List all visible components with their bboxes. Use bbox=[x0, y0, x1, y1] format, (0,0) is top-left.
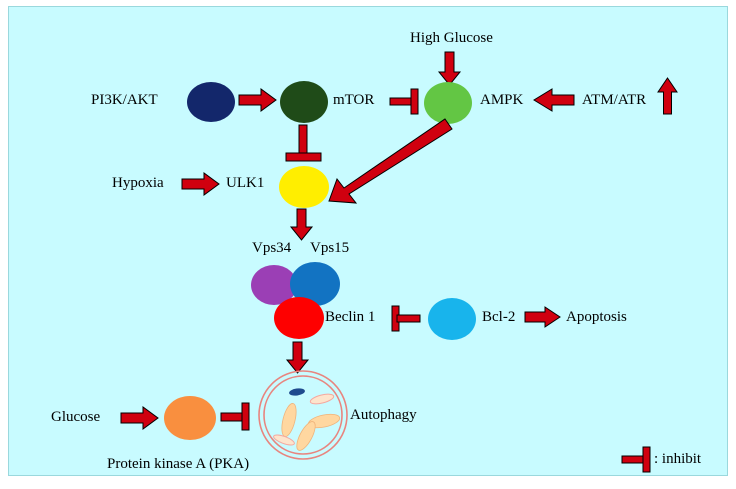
label-mtor: mTOR bbox=[333, 92, 375, 108]
edge-bcl2-to-apoptosis-arrow bbox=[524, 306, 561, 329]
edge-beclin1-to-autophagy-arrow bbox=[285, 341, 310, 374]
pathway-diagram-panel: PI3K/AKT mTOR High Glucose AMPK ATM/ATR bbox=[8, 6, 728, 476]
node-ampk bbox=[424, 82, 472, 124]
label-beclin1: Beclin 1 bbox=[325, 309, 376, 325]
label-autophagy: Autophagy bbox=[350, 407, 417, 423]
label-apoptosis: Apoptosis bbox=[566, 309, 627, 325]
edge-pi3k-to-mtor-arrow bbox=[238, 88, 277, 113]
edge-ampk-to-ulk1-arrow bbox=[309, 117, 454, 207]
node-pi3k-akt bbox=[187, 82, 235, 122]
node-mtor bbox=[280, 81, 328, 123]
label-pi3k-akt: PI3K/AKT bbox=[91, 92, 158, 108]
label-pka: Protein kinase A (PKA) bbox=[107, 456, 250, 472]
label-ampk: AMPK bbox=[480, 92, 524, 108]
node-autophagosome bbox=[256, 368, 350, 462]
legend-inhibit-symbol bbox=[621, 446, 652, 473]
edge-ulk1-to-complex-arrow bbox=[289, 208, 314, 241]
node-bcl2 bbox=[428, 298, 476, 340]
edge-mtor-to-ulk1-inhibit bbox=[285, 124, 323, 165]
legend-inhibit-text: : inhibit bbox=[654, 451, 702, 467]
node-beclin1 bbox=[274, 297, 324, 339]
label-vps34: Vps34 bbox=[252, 240, 292, 256]
label-hypoxia: Hypoxia bbox=[112, 175, 164, 191]
edge-mtor-to-ampk-inhibit bbox=[389, 88, 420, 115]
label-ulk1: ULK1 bbox=[226, 175, 265, 191]
label-atm-atr: ATM/ATR bbox=[582, 92, 647, 108]
edge-glucose-to-pka-arrow bbox=[120, 406, 159, 431]
node-pka bbox=[164, 396, 216, 440]
edge-bcl2-to-beclin1-inhibit bbox=[391, 305, 421, 332]
label-high-glucose: High Glucose bbox=[410, 30, 493, 46]
edge-highglucose-to-ampk-arrow bbox=[437, 51, 462, 86]
node-ulk1 bbox=[279, 166, 329, 208]
label-vps15: Vps15 bbox=[310, 240, 350, 256]
edge-hypoxia-to-ulk1-arrow bbox=[181, 172, 220, 197]
edge-pka-to-autophagy-inhibit bbox=[220, 402, 251, 431]
edge-atmatr-increase-arrow bbox=[657, 77, 679, 115]
label-bcl2: Bcl-2 bbox=[482, 309, 516, 325]
label-glucose: Glucose bbox=[51, 409, 101, 425]
edge-atmatr-to-ampk-arrow bbox=[533, 88, 575, 113]
